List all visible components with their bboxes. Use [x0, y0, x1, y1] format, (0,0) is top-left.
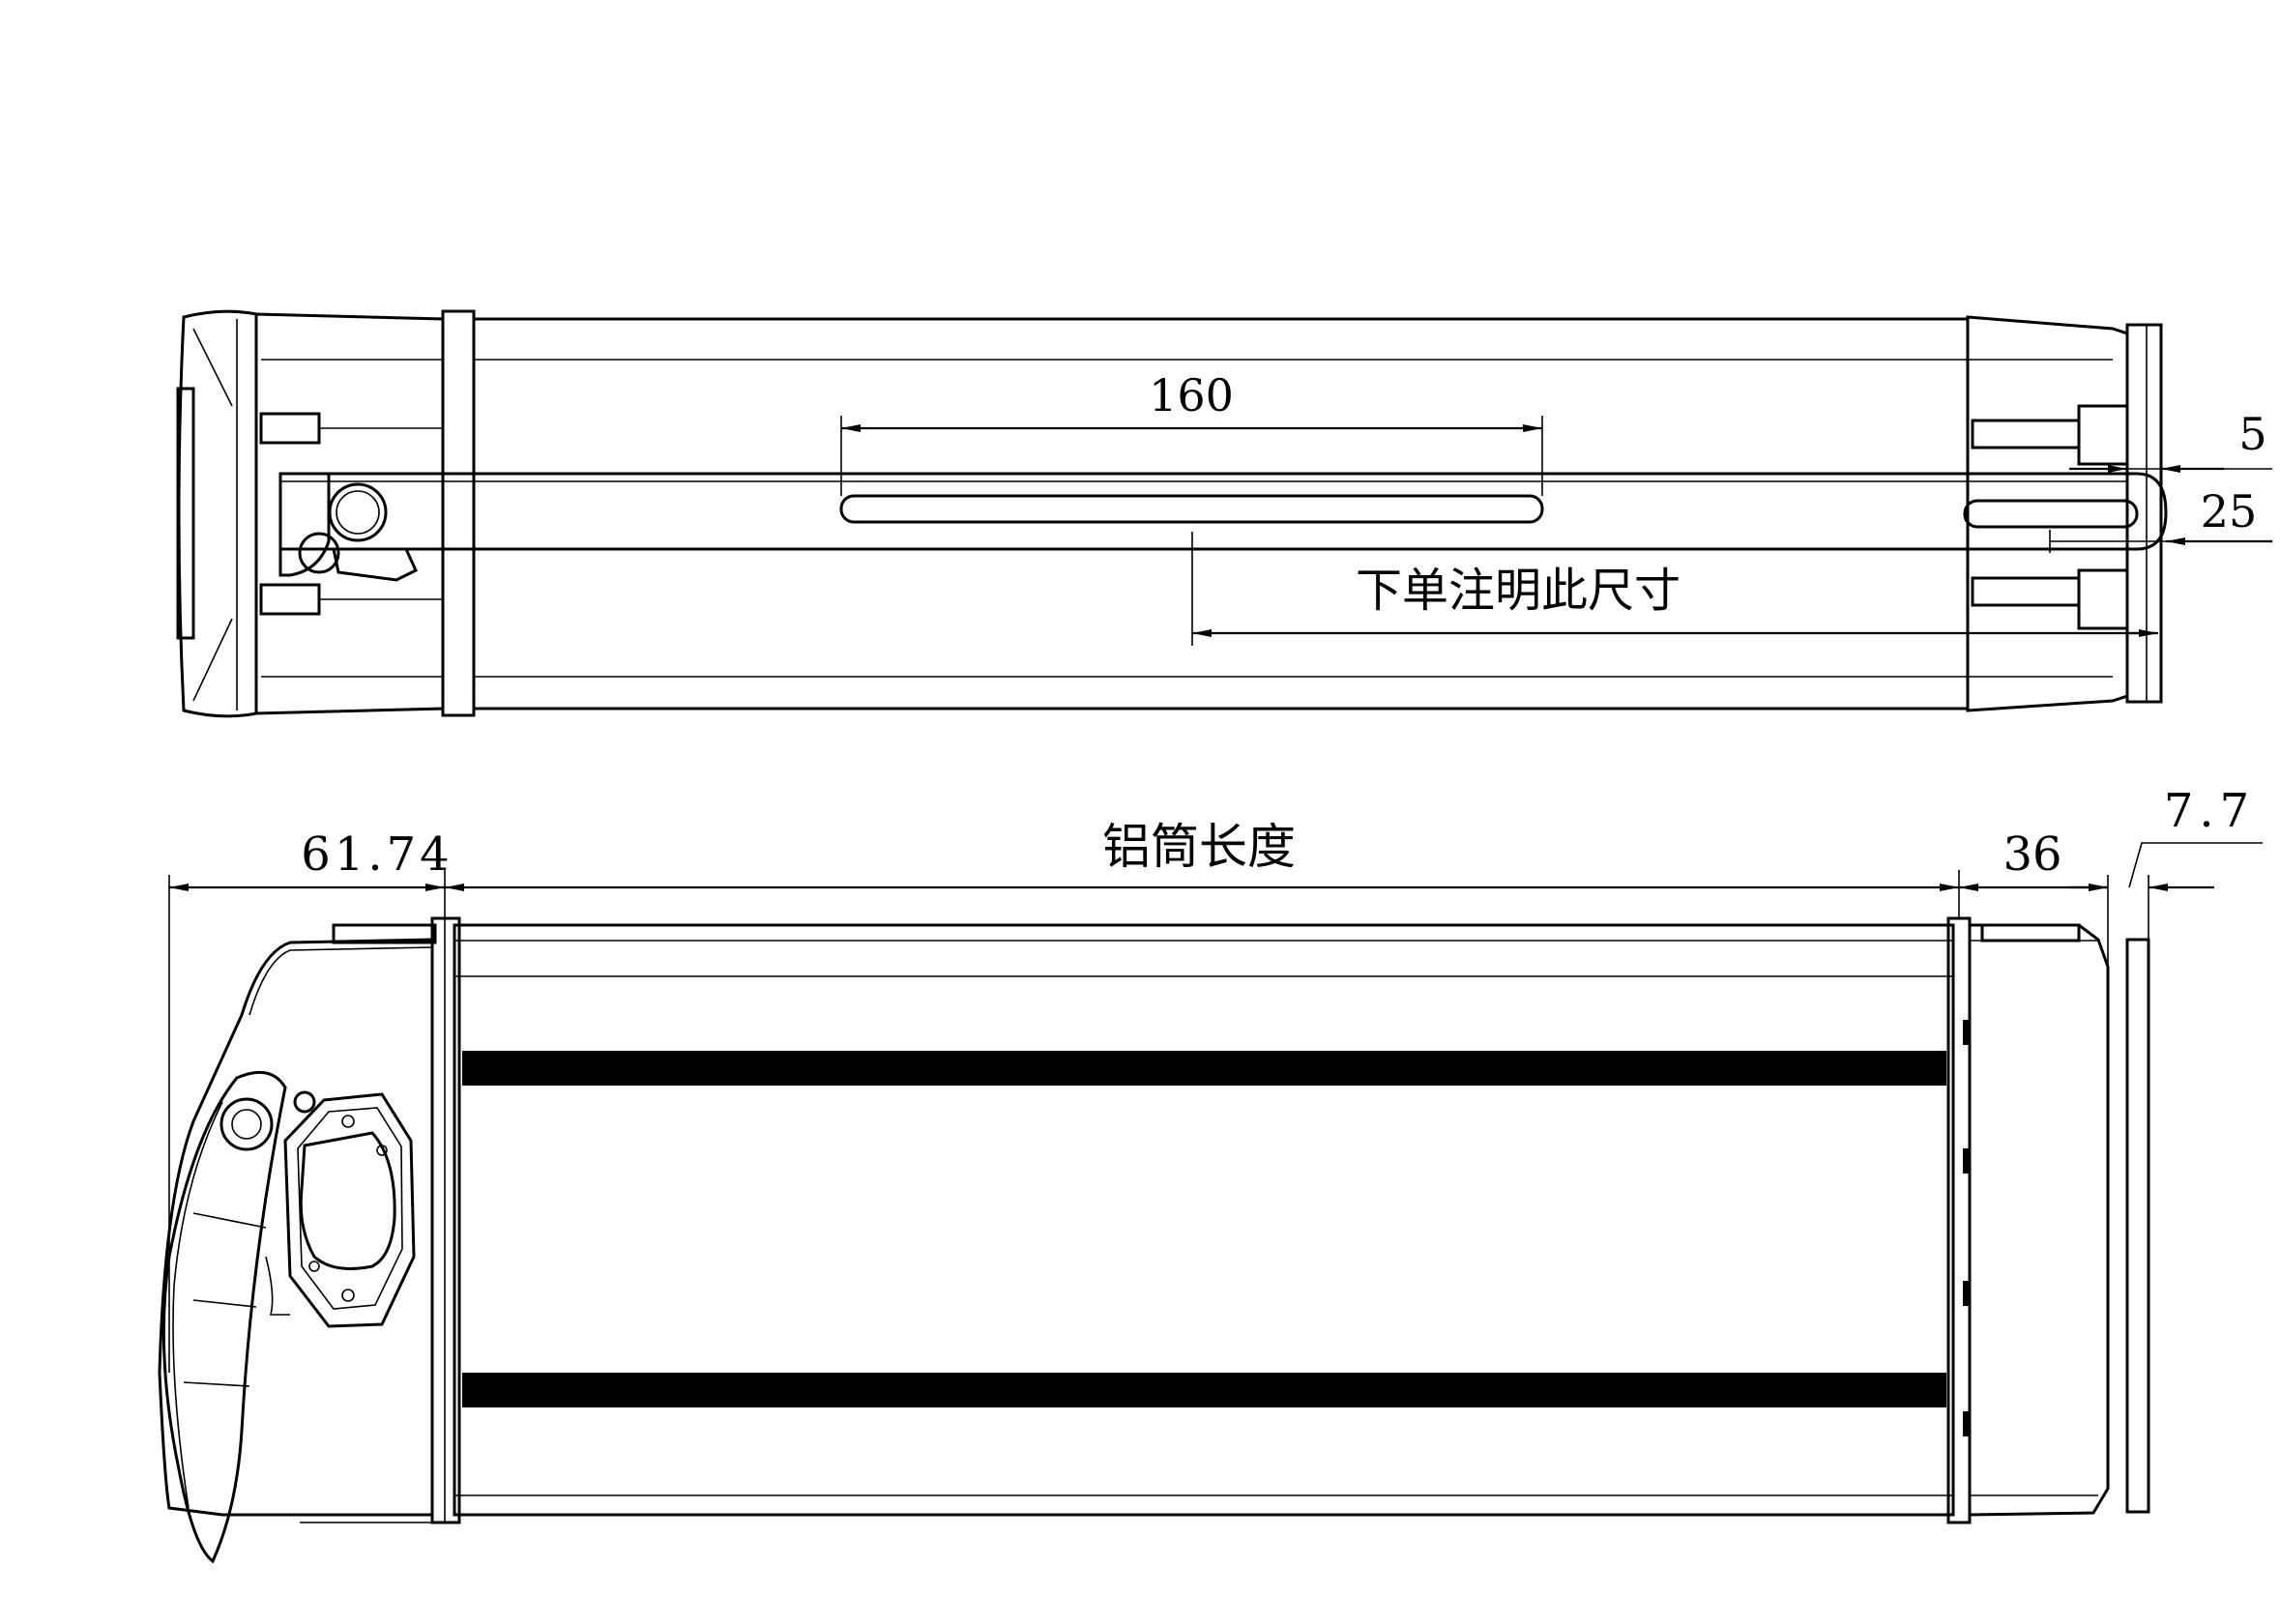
dim-label-36: 36 [2002, 827, 2061, 882]
side-left-collar [430, 916, 461, 1524]
side-port-socket [299, 1131, 396, 1270]
dim-label-7-7: 7.7 [2164, 784, 2255, 838]
top-left-end-cap [176, 309, 445, 718]
side-end-plate [2125, 938, 2150, 1514]
dim-label-25: 25 [2201, 485, 2258, 537]
top-pivot [298, 532, 340, 574]
top-lock-hole [328, 482, 388, 542]
dim-label-5: 5 [2238, 408, 2266, 460]
top-short-slot [1963, 499, 2139, 529]
top-long-slot [839, 494, 1544, 524]
side-charging-port [283, 1092, 416, 1328]
top-mounting-rail [280, 472, 2168, 551]
top-view: 160 5 25 下单注明此尺寸 [176, 309, 2272, 718]
side-stripe-lower [462, 1373, 1946, 1407]
top-end-plate [2125, 323, 2163, 704]
side-lever-handle [161, 1070, 287, 1564]
dim-label-tube-length: 铝筒长度 [1102, 819, 1296, 875]
side-pivot-bolt [219, 1097, 274, 1151]
note-label: 下单注明此尺寸 [1356, 564, 1681, 618]
side-right-end-cap [1969, 923, 2150, 1517]
side-view: 61.74 铝筒长度 36 7.7 [158, 784, 2263, 1564]
top-left-collar [441, 309, 476, 717]
side-stripe-upper [462, 1051, 1946, 1086]
dim-label-160: 160 [1149, 369, 1234, 421]
dim-label-61-74: 61.74 [301, 827, 453, 882]
side-left-end-cap [158, 923, 437, 1564]
top-right-end-cap [1966, 315, 2163, 712]
side-tube-body [453, 923, 1955, 1517]
